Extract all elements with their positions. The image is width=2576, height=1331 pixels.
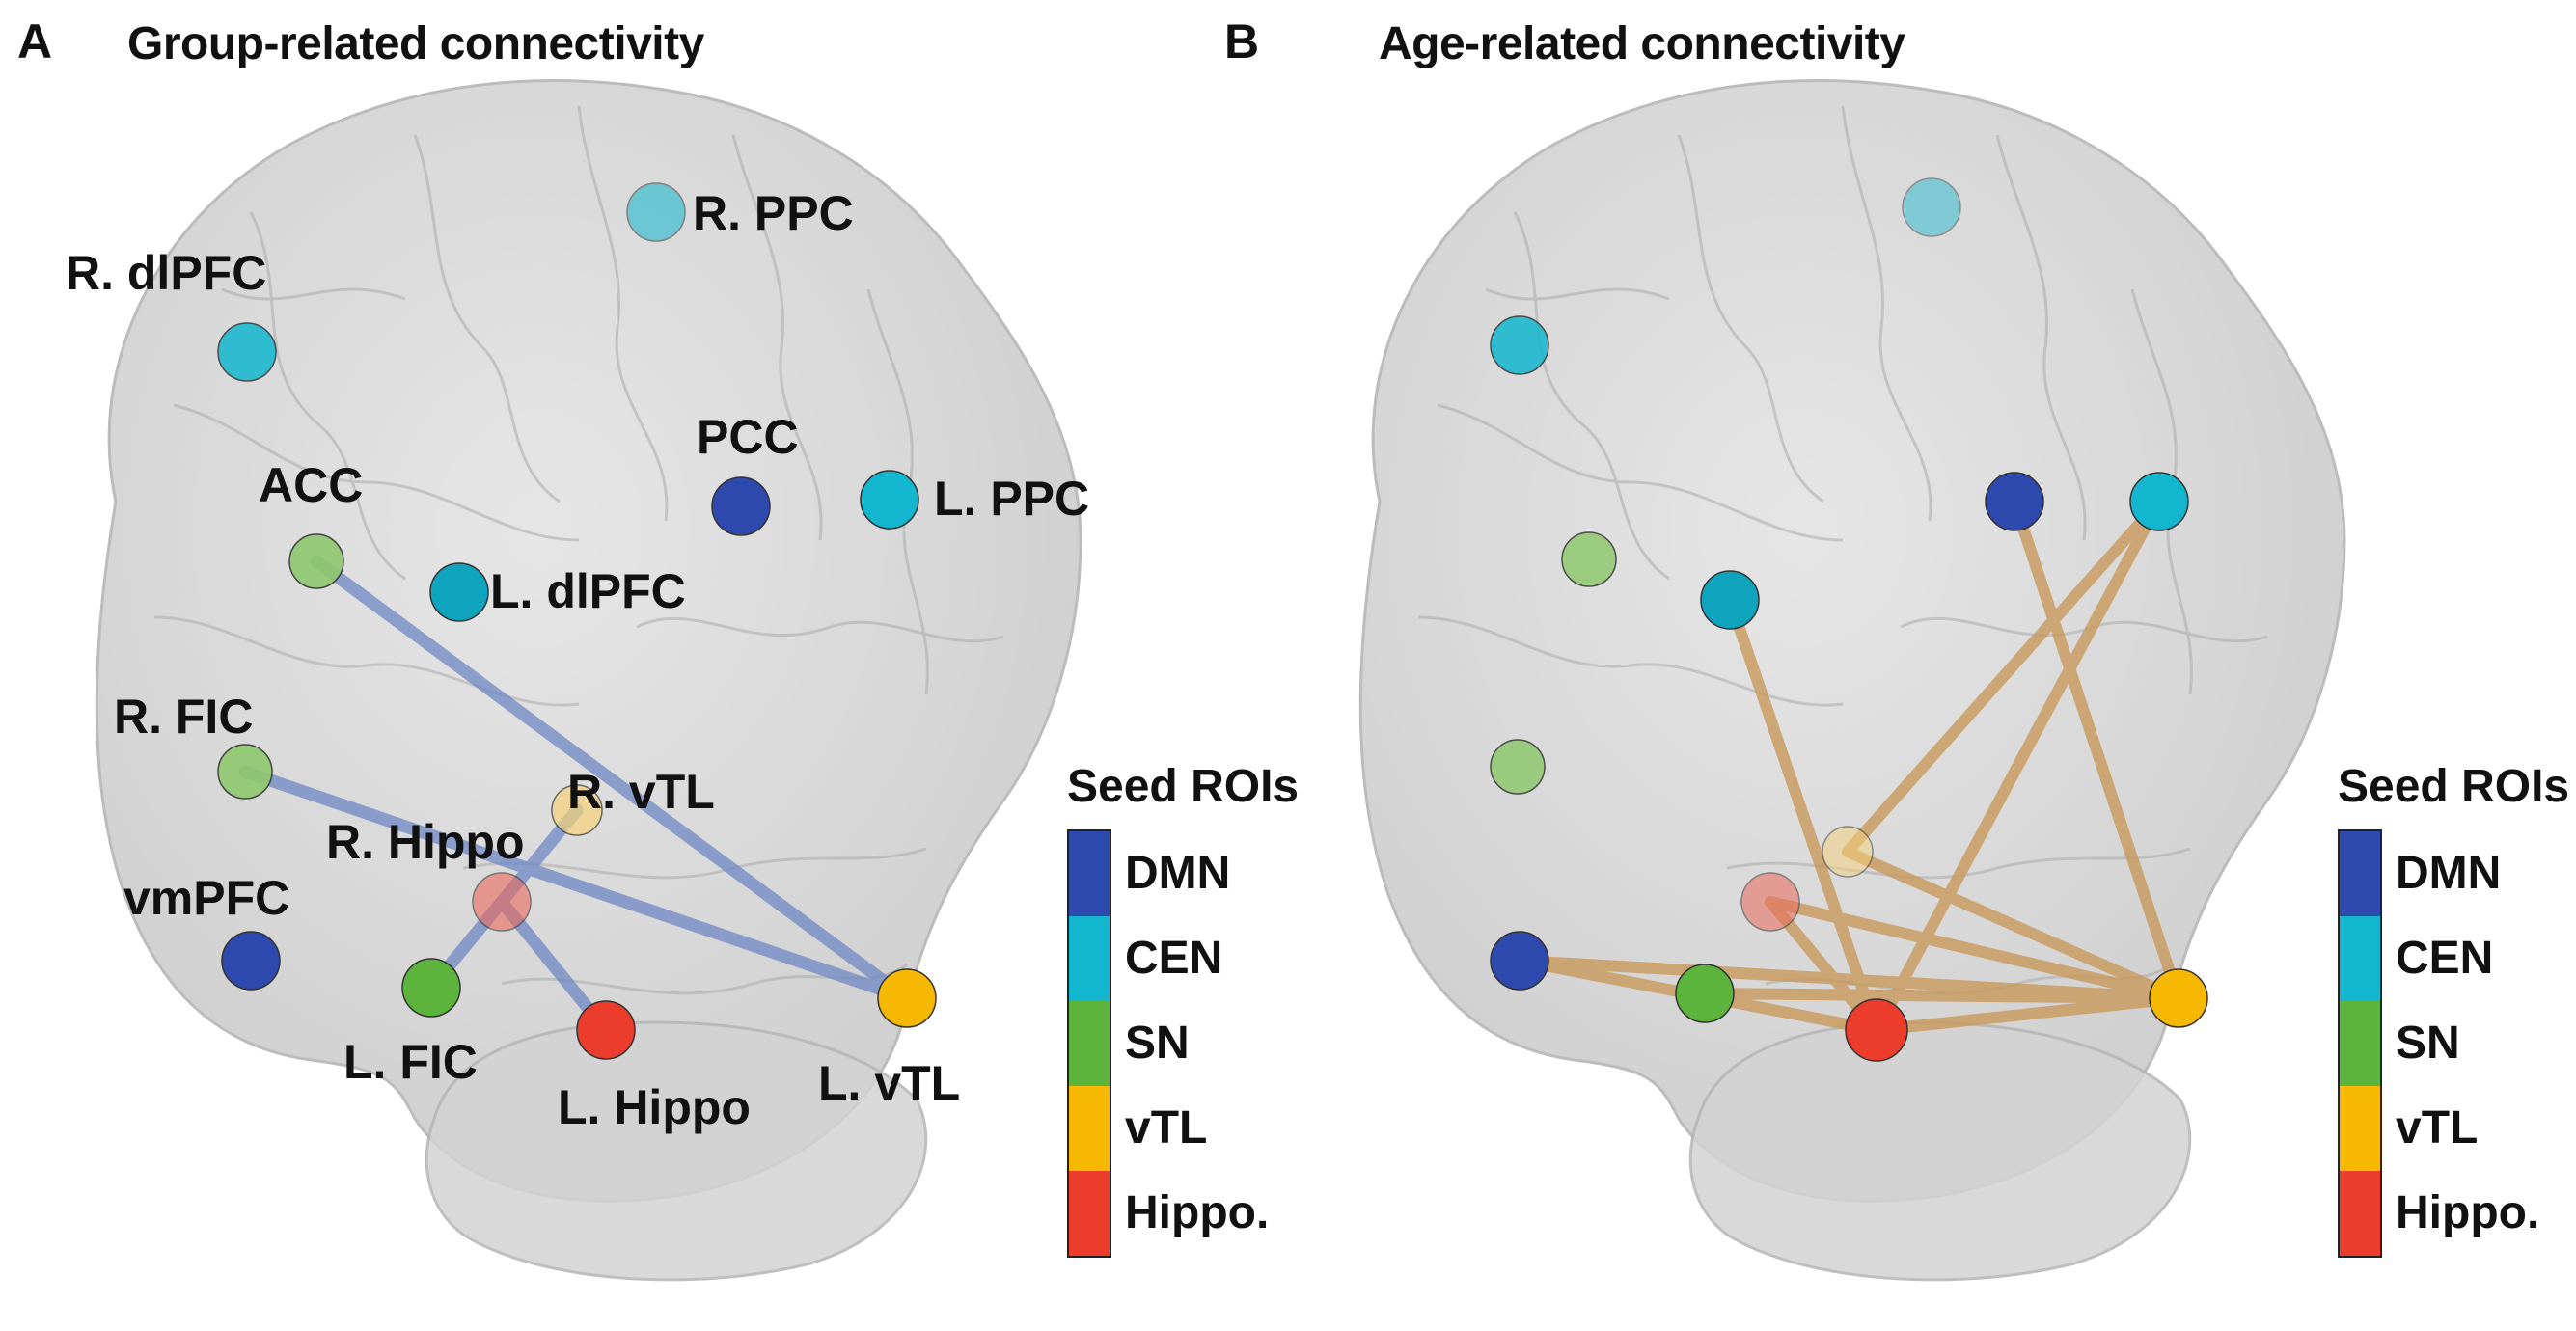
legend-colorbar xyxy=(2338,829,2382,1258)
legend-item-vtl: vTL xyxy=(1125,1102,1208,1154)
node-l-fic xyxy=(1675,964,1735,1023)
cerebrum-shape xyxy=(95,79,1082,1203)
legend-b: Seed ROIs DMN CEN SN vTL Hippo. xyxy=(2338,760,2570,1258)
node-r-ppc xyxy=(1902,177,1961,237)
edge-rfic-lvtl xyxy=(238,765,914,1005)
label-r-hippo: R. Hippo xyxy=(326,815,525,869)
swatch-cen xyxy=(2340,916,2380,1001)
legend-title: Seed ROIs xyxy=(1067,761,1300,812)
legend-a: Seed ROIs DMN CEN SN vTL Hippo. xyxy=(1067,760,1300,1258)
swatch-hippo xyxy=(1069,1171,1110,1256)
edge-pcc-lvtl xyxy=(2009,496,2184,1004)
edge-lppc-rvtl xyxy=(1842,496,2165,857)
edges-b xyxy=(1514,496,2184,1036)
legend-item-hippo: Hippo. xyxy=(1125,1187,1270,1238)
swatch-dmn xyxy=(2340,831,2380,916)
label-acc: ACC xyxy=(259,458,363,512)
node-acc xyxy=(288,533,344,589)
brain-render-b xyxy=(1358,79,2346,1282)
nodes-b xyxy=(1490,177,2208,1062)
node-l-ppc xyxy=(860,470,919,530)
nodes-a xyxy=(217,182,937,1060)
panel-title-b: Age-related connectivity xyxy=(1379,18,1905,69)
panel-title-a: Group-related connectivity xyxy=(127,18,704,69)
node-l-dlpfc xyxy=(429,562,489,622)
label-r-ppc: R. PPC xyxy=(693,186,854,240)
node-acc xyxy=(1561,531,1617,587)
node-vmpfc xyxy=(1490,931,1549,991)
label-pcc: PCC xyxy=(697,410,799,464)
label-l-hippo: L. Hippo xyxy=(558,1080,751,1134)
cerebrum-shape xyxy=(1358,79,2346,1203)
legend-item-dmn: DMN xyxy=(2396,848,2502,899)
legend-item-cen: CEN xyxy=(2396,933,2494,984)
legend-colorbar xyxy=(1067,829,1111,1258)
node-r-hippo xyxy=(1740,872,1800,932)
legend-item-sn: SN xyxy=(1125,1018,1190,1069)
swatch-sn xyxy=(1069,1001,1110,1086)
node-l-hippo xyxy=(576,1000,636,1060)
label-l-ppc: L. PPC xyxy=(934,472,1089,526)
panel-letter-b: B xyxy=(1224,14,1260,68)
edge-lfic-lvtl xyxy=(1699,988,2184,1004)
label-r-vtl: R. vTL xyxy=(567,765,715,819)
roi-labels-a: R. dlPFC R. PPC PCC L. PPC ACC L. dlPFC … xyxy=(66,186,1089,1134)
panel-a: R. dlPFC R. PPC PCC L. PPC ACC L. dlPFC … xyxy=(17,14,1299,1282)
panel-letter-a: A xyxy=(17,14,53,68)
node-pcc xyxy=(1985,472,2044,531)
panel-b: B Age-related connectivity Seed ROIs DMN… xyxy=(1224,0,2576,1331)
legend-title: Seed ROIs xyxy=(2338,761,2570,812)
edge-rvtl-lvtl xyxy=(1842,846,2184,1004)
label-l-vtl: L. vTL xyxy=(818,1056,960,1110)
legend-item-vtl: vTL xyxy=(2396,1102,2479,1154)
swatch-cen xyxy=(1069,916,1110,1001)
node-r-ppc xyxy=(626,182,686,242)
node-r-dlpfc xyxy=(217,322,277,382)
swatch-hippo xyxy=(2340,1171,2380,1256)
label-r-fic: R. FIC xyxy=(114,690,253,744)
label-vmpfc: vmPFC xyxy=(123,871,289,925)
node-l-ppc xyxy=(2129,472,2189,531)
brain-render-a: R. dlPFC R. PPC PCC L. PPC ACC L. dlPFC … xyxy=(66,79,1089,1282)
edge-ldlpfc-lhippo xyxy=(1724,594,1882,1036)
node-vmpfc xyxy=(221,931,281,991)
node-l-hippo xyxy=(1845,998,1908,1062)
node-r-vtl xyxy=(551,784,603,836)
edge-lhippo-lvtl xyxy=(1871,992,2184,1036)
legend-item-hippo: Hippo. xyxy=(2396,1187,2540,1238)
edge-acc-lvtl xyxy=(310,555,914,1005)
node-r-hippo xyxy=(472,872,532,932)
node-r-fic xyxy=(1490,739,1546,795)
edge-rhippo-lvtl xyxy=(1765,896,2184,1004)
legend-item-sn: SN xyxy=(2396,1018,2460,1069)
temporal-lobe-shape xyxy=(1688,1020,2192,1282)
node-l-vtl xyxy=(877,968,937,1028)
node-l-dlpfc xyxy=(1700,570,1760,630)
node-r-vtl xyxy=(1822,826,1874,878)
label-l-fic: L. FIC xyxy=(343,1035,478,1089)
legend-item-cen: CEN xyxy=(1125,933,1223,984)
swatch-vtl xyxy=(1069,1086,1110,1171)
node-r-fic xyxy=(217,744,273,800)
node-l-vtl xyxy=(2149,968,2208,1028)
node-r-dlpfc xyxy=(1490,315,1549,375)
label-l-dlpfc: L. dlPFC xyxy=(490,564,686,618)
node-l-fic xyxy=(401,958,461,1018)
node-pcc xyxy=(711,476,771,536)
swatch-dmn xyxy=(1069,831,1110,916)
swatch-sn xyxy=(2340,1001,2380,1086)
label-r-dlpfc: R. dlPFC xyxy=(66,246,266,300)
legend-item-dmn: DMN xyxy=(1125,848,1231,899)
swatch-vtl xyxy=(2340,1086,2380,1171)
